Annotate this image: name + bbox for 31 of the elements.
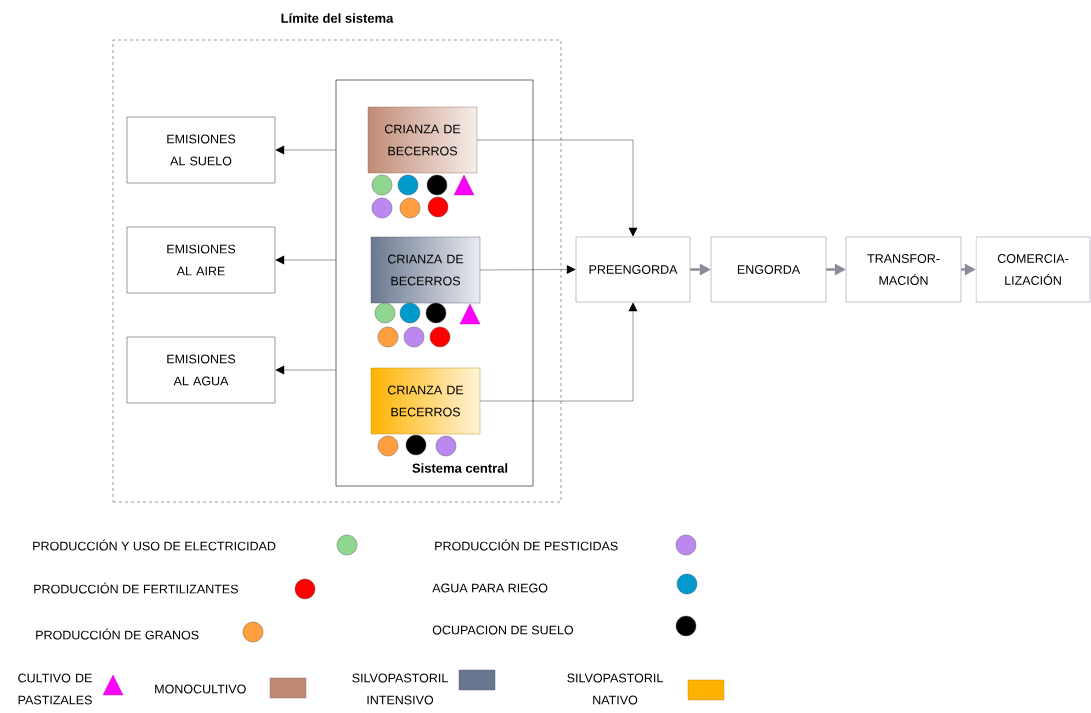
legend-label: PRODUCCIÓN Y USO DE ELECTRICIDAD <box>33 539 276 551</box>
legend-label: AGUA PARA RIEGO <box>432 583 548 593</box>
legend-label: SILVOPASTORIL INTENSIVO <box>352 673 448 705</box>
legend-label: PRODUCCIÓN DE PESTICIDAS <box>435 539 618 551</box>
emission-box: EMISIONES AL SUELO <box>126 116 276 184</box>
stage-box: TRANSFOR- MACIÓN <box>845 236 962 303</box>
stage-box: COMERCIA- LIZACIÓN <box>975 236 1091 303</box>
box-title: Sistema central <box>412 463 508 473</box>
arrow <box>826 263 846 276</box>
arrow <box>477 139 638 237</box>
legend-label: CULTIVO DE PASTIZALES <box>18 673 92 705</box>
process-box: CRIANZA DE BECERROS <box>370 367 481 435</box>
arrow <box>275 145 336 155</box>
arrow <box>275 365 336 375</box>
arrow <box>480 302 638 402</box>
legend-label: OCUPACION DE SUELO <box>432 625 574 635</box>
legend-label: MONOCULTIVO <box>155 684 246 694</box>
process-box: CRIANZA DE BECERROS <box>367 106 478 174</box>
legend-label: PRODUCCIÓN DE GRANOS <box>36 628 199 640</box>
process-box: CRIANZA DE BECERROS <box>370 236 481 304</box>
arrow <box>961 263 976 276</box>
emission-box: EMISIONES AL AGUA <box>126 336 276 404</box>
legend-label: SILVOPASTORIL NATIVO <box>567 673 663 705</box>
arrow <box>275 255 336 265</box>
stage-box: PREENGORDA <box>575 236 691 303</box>
arrow <box>690 263 711 276</box>
legend-label: PRODUCCIÓN DE FERTILIZANTES <box>34 582 238 594</box>
emission-box: EMISIONES AL AIRE <box>126 226 276 294</box>
boundary-title: Límite del sistema <box>281 13 394 23</box>
stage-box: ENGORDA <box>710 236 827 303</box>
arrow <box>480 265 576 274</box>
